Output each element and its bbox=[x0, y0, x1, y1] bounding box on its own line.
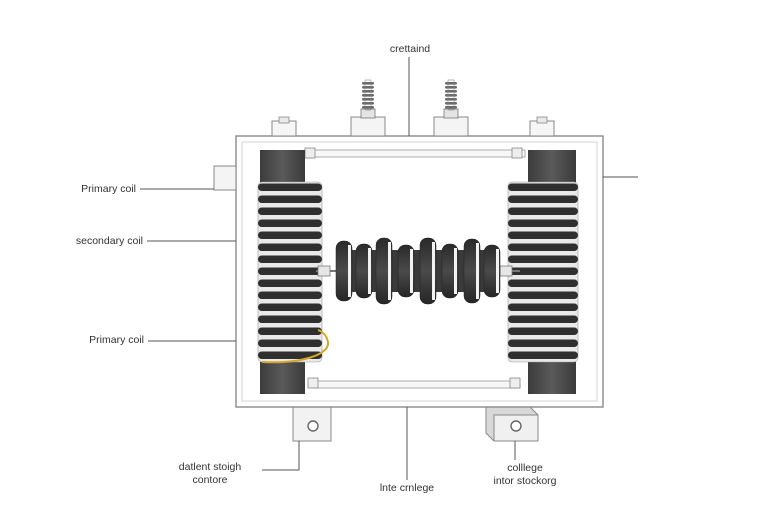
coil-turn bbox=[258, 195, 322, 203]
coil-turn bbox=[258, 279, 322, 287]
thread-ridge bbox=[445, 102, 457, 105]
coil-turn bbox=[258, 243, 322, 251]
coil-turn bbox=[508, 219, 578, 227]
label-secondary-coil: secondary coil bbox=[75, 235, 143, 247]
thread-ridge bbox=[445, 86, 457, 89]
coil-turn bbox=[258, 339, 322, 347]
coil-turn bbox=[258, 255, 322, 263]
label-primary-coil-upper: Primary coil bbox=[81, 183, 136, 195]
thread-ridge bbox=[362, 106, 374, 109]
coil-turn bbox=[258, 183, 322, 191]
thread-ridge bbox=[362, 82, 374, 85]
coil-turn bbox=[508, 327, 578, 335]
coil-turn bbox=[508, 231, 578, 239]
label-bottom-center: lnte crnlege bbox=[379, 482, 435, 494]
leader-lines bbox=[140, 57, 638, 480]
thread-ridge bbox=[362, 98, 374, 101]
label-bottom-left-line2: contore bbox=[192, 474, 228, 486]
thread-ridge bbox=[362, 90, 374, 93]
primary-coil-left bbox=[257, 181, 323, 363]
coil-turn bbox=[508, 183, 578, 191]
coil-turn bbox=[258, 291, 322, 299]
label-top: crettaind bbox=[389, 43, 431, 55]
coil-turn bbox=[508, 291, 578, 299]
coil-turn bbox=[258, 315, 322, 323]
coil-turn bbox=[258, 303, 322, 311]
coil-turn bbox=[508, 315, 578, 323]
coil-turn bbox=[258, 327, 322, 335]
side-bracket bbox=[213, 165, 237, 191]
label-bottom-right-line2: intor stockorg bbox=[493, 475, 557, 487]
coil-turn bbox=[508, 255, 578, 263]
terminal-left bbox=[350, 79, 386, 137]
label-primary-coil-lower: Primary coil bbox=[89, 334, 144, 346]
coil-turn bbox=[258, 231, 322, 239]
accent-wire bbox=[261, 329, 330, 364]
mounting-foot-left bbox=[292, 406, 332, 442]
coil-turn bbox=[258, 267, 322, 275]
thread-ridge bbox=[362, 86, 374, 89]
coil-turn bbox=[258, 219, 322, 227]
coil-turn bbox=[508, 351, 578, 359]
secondary-coil-right bbox=[507, 181, 579, 363]
coil-turn bbox=[258, 207, 322, 215]
coil-turn bbox=[508, 279, 578, 287]
label-bottom-left-line1: datlent stoigh bbox=[178, 461, 242, 473]
mounting-foot-right bbox=[485, 406, 539, 442]
thread-ridge bbox=[445, 98, 457, 101]
coil-turn bbox=[508, 207, 578, 215]
inner-bottom-bar bbox=[311, 380, 521, 389]
coil-turn bbox=[258, 351, 322, 359]
inner-top-bar bbox=[304, 149, 526, 158]
thread-ridge bbox=[445, 82, 457, 85]
center-insulator bbox=[335, 237, 501, 305]
label-bottom-right-line1: colllege bbox=[507, 462, 543, 474]
thread-ridge bbox=[445, 90, 457, 93]
terminal-right bbox=[433, 79, 469, 137]
coil-turn bbox=[508, 267, 578, 275]
thread-ridge bbox=[445, 94, 457, 97]
thread-ridge bbox=[362, 94, 374, 97]
thread-ridge bbox=[445, 106, 457, 109]
coil-turn bbox=[508, 303, 578, 311]
coil-turn bbox=[508, 243, 578, 251]
coil-turn bbox=[508, 195, 578, 203]
coil-turn bbox=[508, 339, 578, 347]
thread-ridge bbox=[362, 102, 374, 105]
